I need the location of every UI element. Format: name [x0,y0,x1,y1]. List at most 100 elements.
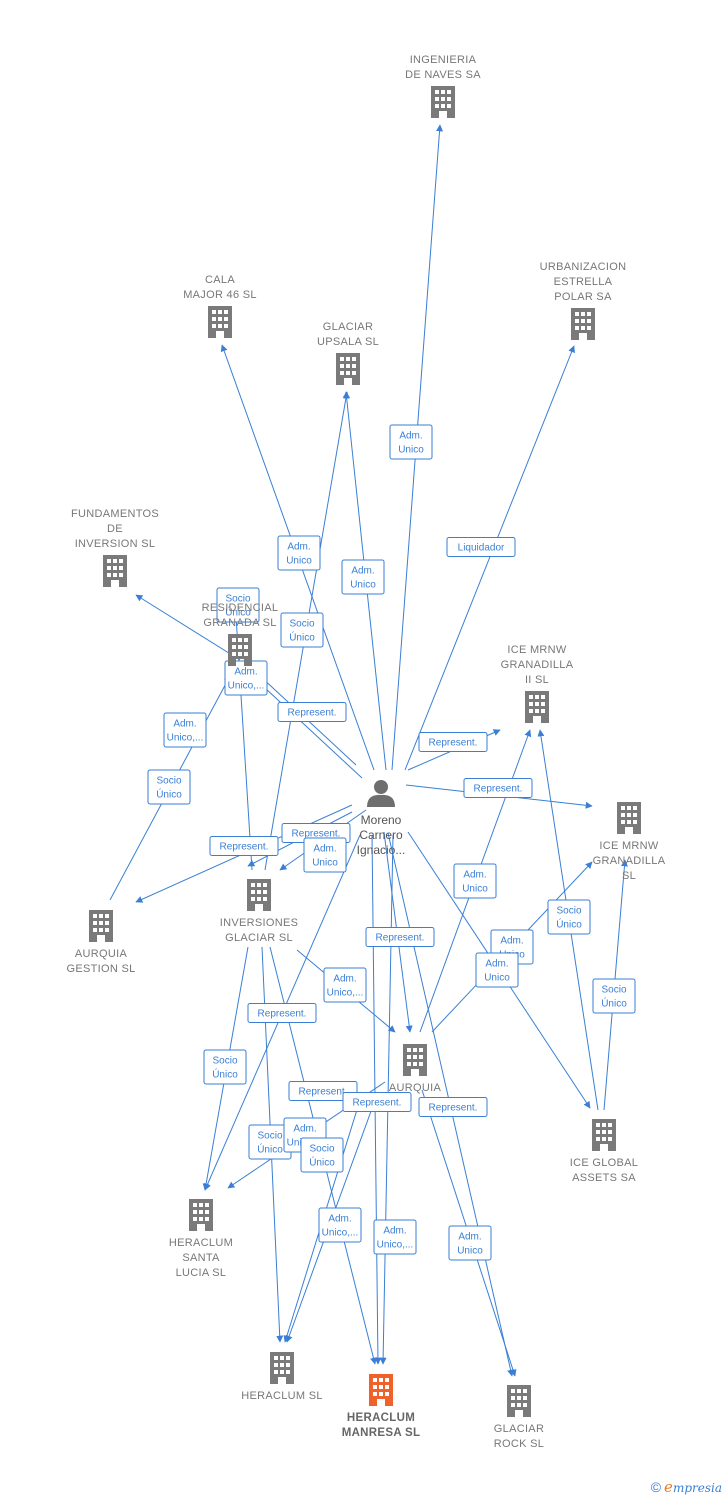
edge-label-box [280,612,324,648]
node-label: FUNDAMENTOS [71,508,159,520]
building-icon [189,1199,213,1231]
edge-label-box [277,535,321,571]
building-icon [336,353,360,385]
edge-label-inversiones-aurquia[interactable]: Adm.Unico,... [323,967,367,1003]
node-label: II SL [525,674,549,686]
edge-label-text: Adm. [458,1232,481,1243]
node-label: GRANADA SL [203,617,276,629]
edge-label-text: Unico,... [228,681,265,692]
edge-label-moreno-iceglobal[interactable]: Adm.Unico [475,952,519,988]
edge-label-text: Socio [289,619,314,630]
edge-label-text: Unico,... [377,1240,414,1251]
edge-label-text: Adm. [333,974,356,985]
building-icon [403,1044,427,1076]
building-icon [571,308,595,340]
edge-label-text: Adm. [399,431,422,442]
edge-label-moreno-glaciarrock[interactable]: Adm. Unico [448,1225,492,1261]
edge-label-text: Unico [457,1246,483,1257]
node-label: DE NAVES SA [405,69,481,81]
edge-label-box [418,1097,488,1117]
edge-label-moreno-cala[interactable]: Adm.Unico [277,535,321,571]
edge-label-text: Adm. [351,566,374,577]
edge-label-moreno-icemrnw2[interactable]: Represent. [418,732,488,752]
node-label: CALA [205,274,235,286]
edge-label-text: Adm. [173,719,196,730]
node-aurquiagestion[interactable]: AURQUIA GESTION SL [66,910,135,975]
edge-label-moreno-urbanizacion[interactable]: Liquidador [446,537,516,557]
node-label: POLAR SA [554,291,612,303]
edge-label-moreno-manresa[interactable]: Adm.Unico,... [373,1219,417,1255]
edge-label-moreno-icemrnw[interactable]: Represent. [463,778,533,798]
edge-label-moreno-inversiones[interactable]: Represent. [209,836,279,856]
node-label: UPSALA SL [317,336,379,348]
edge-label-text: Socio [556,906,581,917]
edge-label-text: Único [225,606,251,619]
edge-label-text: Unico [462,884,488,895]
node-label: INVERSIONES [220,917,299,929]
edge-label-text: Adm. [328,1214,351,1225]
edge-label-text: Represent. [299,1087,348,1098]
edge-label-box [288,1081,358,1101]
building-icon [592,1119,616,1151]
edge-label-moreno-inversiones[interactable]: Adm.Unico [303,837,347,873]
node-label: AURQUIA [75,948,128,960]
edge-label-text: Represent. [429,1103,478,1114]
building-icon [89,910,113,942]
node-label: SANTA [182,1252,220,1264]
edge-label-aurquia-icemrnw2[interactable]: Adm.Unico [453,863,497,899]
edge-label-text: Único [212,1068,238,1081]
edge-label-aurquia-heraclum[interactable]: Represent. [342,1092,412,1112]
edge-label-moreno-aurquia[interactable]: Represent. [365,927,435,947]
edge-label-text: Unico [350,580,376,591]
node-label: AURQUIA [389,1082,442,1094]
edge-label-box [389,424,433,460]
node-label: LUCIA SL [176,1267,227,1279]
edge-label-aurquia-santalucia[interactable]: Represent. [288,1081,358,1101]
edge-label-text: Represent. [474,784,523,795]
edge-label-box [163,712,207,748]
building-icon [208,306,232,338]
node-person-moreno[interactable]: MorenoCarneroIgnacio... [357,780,406,857]
edge-label-text: Represent. [429,738,478,749]
edge-label-moreno-residencial[interactable]: Represent. [277,702,347,722]
node-heraclum[interactable]: HERACLUM SL [241,1352,323,1402]
edge-label-moreno-ingenieria[interactable]: Adm.Unico [389,424,433,460]
edge-label-box [453,863,497,899]
edge-label-text: Adm. [293,1124,316,1135]
node-aurquia[interactable]: AURQUIA [389,1044,442,1094]
edge-label-moreno-residencial[interactable]: Adm.Unico,... [224,660,268,696]
edge-label-moreno-upsala[interactable]: Adm. Unico [341,559,385,595]
edge-label-text: Adm. [287,542,310,553]
node-label: GESTION SL [66,963,135,975]
edge-label-text: Adm. [500,936,523,947]
edge-label-box [216,587,260,623]
edge-label-aurquia-glaciarrock[interactable]: Represent. [418,1097,488,1117]
edge-label-residencial-fundamentos[interactable]: Adm.Unico,... [163,712,207,748]
edge-label-moreno-heraclum[interactable]: Adm.Unico,... [318,1207,362,1243]
edge-label-text: Único [601,997,627,1010]
edge-label-moreno-santalucia[interactable]: Represent. [247,1003,317,1023]
edge-label-text: Adm. [313,844,336,855]
edge-label-box [463,778,533,798]
